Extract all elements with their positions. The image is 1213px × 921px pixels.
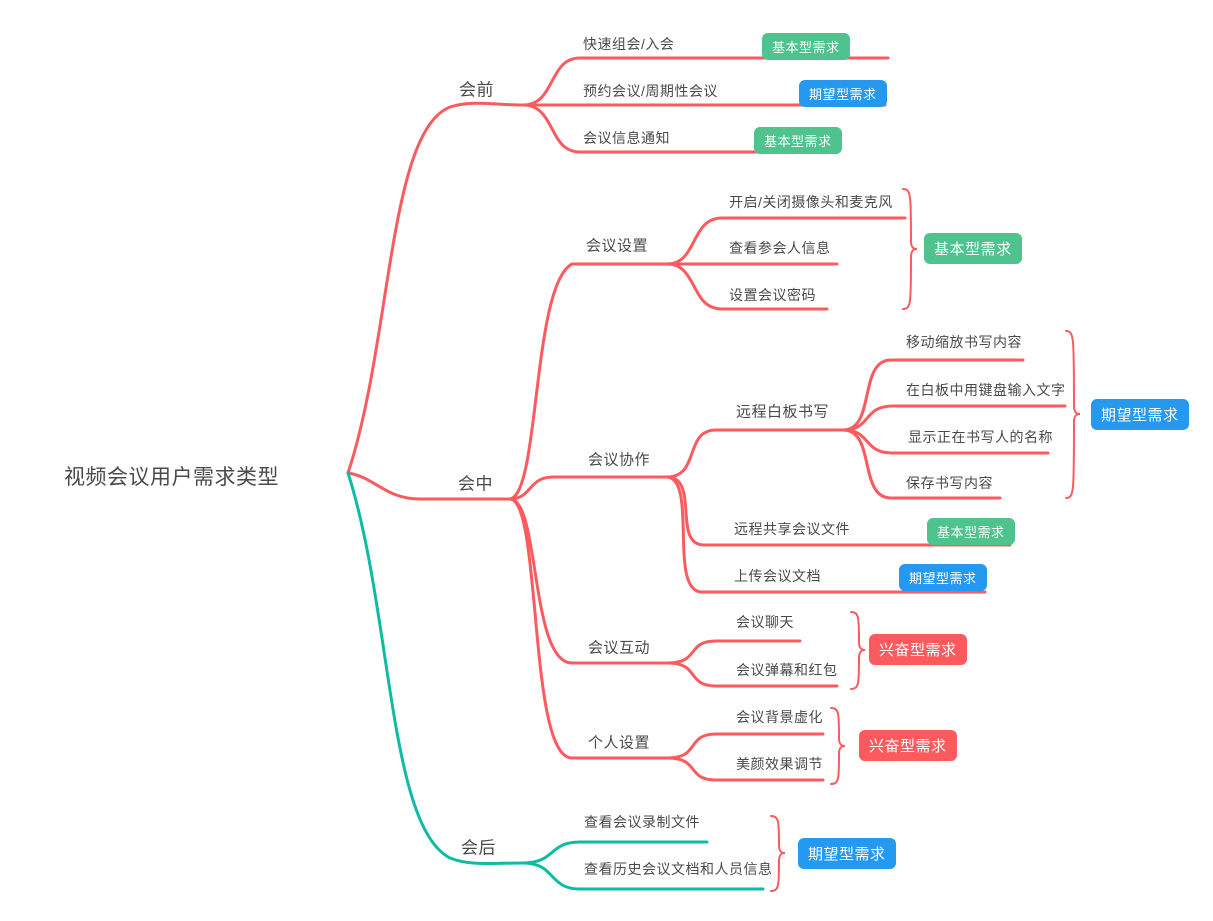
root-topic[interactable]: 视频会议用户需求类型 bbox=[64, 465, 279, 489]
leaf-save-content[interactable]: 保存书写内容 bbox=[906, 475, 993, 492]
edge-beauty-filter bbox=[666, 756, 825, 782]
edge-root-pre-meeting bbox=[346, 101, 525, 475]
leaf-writer-name[interactable]: 显示正在书写人的名称 bbox=[908, 429, 1053, 446]
badge-basic-settings-group[interactable]: 基本型需求 bbox=[924, 233, 1022, 264]
edge-danmu-redpacket bbox=[666, 661, 839, 688]
brace-meeting-interaction bbox=[850, 611, 866, 690]
edge-meeting-interaction bbox=[508, 497, 670, 665]
edge-zoom-content bbox=[841, 358, 1025, 432]
edge-background-blur bbox=[666, 732, 825, 760]
edge-personal-settings bbox=[508, 497, 670, 760]
leaf-share-files[interactable]: 远程共享会议文件 bbox=[734, 521, 850, 538]
leaf-scheduled-meeting[interactable]: 预约会议/周期性会议 bbox=[583, 83, 718, 100]
edge-meeting-password bbox=[665, 262, 829, 311]
leaf-beauty-filter[interactable]: 美颜效果调节 bbox=[736, 756, 823, 773]
node-personal-settings[interactable]: 个人设置 bbox=[588, 734, 651, 752]
edge-share-files bbox=[665, 475, 1012, 547]
leaf-keyboard-input[interactable]: 在白板中用键盘输入文字 bbox=[906, 382, 1066, 399]
node-meeting-collaboration[interactable]: 会议协作 bbox=[588, 451, 651, 469]
edge-view-recordings bbox=[521, 840, 709, 865]
brace-personal-settings bbox=[830, 707, 846, 785]
leaf-zoom-content[interactable]: 移动缩放书写内容 bbox=[906, 334, 1022, 351]
edge-meeting-collaboration bbox=[508, 475, 669, 501]
leaf-view-history[interactable]: 查看历史会议文档和人员信息 bbox=[584, 861, 773, 878]
leaf-quick-join[interactable]: 快速组会/入会 bbox=[583, 36, 675, 53]
edge-upload-docs bbox=[665, 475, 987, 594]
branch-post-meeting[interactable]: 会后 bbox=[461, 838, 496, 858]
edge-root-in-meeting bbox=[346, 471, 512, 501]
node-meeting-settings[interactable]: 会议设置 bbox=[586, 237, 649, 255]
badge-excite-personal-group[interactable]: 兴奋型需求 bbox=[859, 730, 957, 761]
branch-pre-meeting[interactable]: 会前 bbox=[459, 80, 494, 100]
leaf-participant-info[interactable]: 查看参会人信息 bbox=[729, 240, 831, 257]
brace-post-meeting bbox=[770, 815, 786, 892]
leaf-meeting-chat[interactable]: 会议聊天 bbox=[736, 614, 794, 631]
edge-save-content bbox=[841, 428, 1002, 500]
badge-basic-notice[interactable]: 基本型需求 bbox=[754, 127, 842, 154]
edge-camera-mic bbox=[665, 216, 907, 266]
brace-whiteboard bbox=[1065, 330, 1081, 499]
leaf-background-blur[interactable]: 会议背景虚化 bbox=[736, 709, 823, 726]
edge-keyboard-input bbox=[841, 404, 1067, 432]
badge-expect-upload-docs[interactable]: 期望型需求 bbox=[899, 564, 987, 591]
badge-expect-whiteboard-group[interactable]: 期望型需求 bbox=[1091, 399, 1189, 430]
leaf-camera-mic[interactable]: 开启/关闭摄像头和麦克风 bbox=[729, 194, 893, 211]
node-meeting-interaction[interactable]: 会议互动 bbox=[588, 639, 651, 657]
leaf-meeting-notice[interactable]: 会议信息通知 bbox=[583, 130, 670, 147]
node-whiteboard[interactable]: 远程白板书写 bbox=[736, 403, 830, 421]
edge-quick-join bbox=[521, 56, 890, 107]
edge-view-history bbox=[521, 861, 765, 891]
badge-basic-quick-join[interactable]: 基本型需求 bbox=[762, 33, 850, 60]
leaf-view-recordings[interactable]: 查看会议录制文件 bbox=[584, 814, 700, 831]
badge-expect-scheduled[interactable]: 期望型需求 bbox=[799, 80, 887, 107]
edge-whiteboard bbox=[665, 428, 845, 479]
branch-in-meeting[interactable]: 会中 bbox=[458, 474, 493, 494]
edge-meeting-chat bbox=[666, 639, 802, 665]
badge-basic-share-files[interactable]: 基本型需求 bbox=[927, 518, 1015, 545]
badge-excite-interaction-group[interactable]: 兴奋型需求 bbox=[869, 634, 967, 665]
edge-meeting-settings bbox=[508, 262, 669, 501]
badge-expect-post-meeting-group[interactable]: 期望型需求 bbox=[798, 838, 896, 869]
edge-root-post-meeting bbox=[346, 471, 525, 866]
leaf-upload-docs[interactable]: 上传会议文档 bbox=[734, 568, 821, 585]
leaf-danmu-redpacket[interactable]: 会议弹幕和红包 bbox=[736, 662, 838, 679]
brace-meeting-settings bbox=[902, 188, 918, 310]
leaf-meeting-password[interactable]: 设置会议密码 bbox=[729, 287, 816, 304]
edge-meeting-notice bbox=[521, 103, 840, 154]
